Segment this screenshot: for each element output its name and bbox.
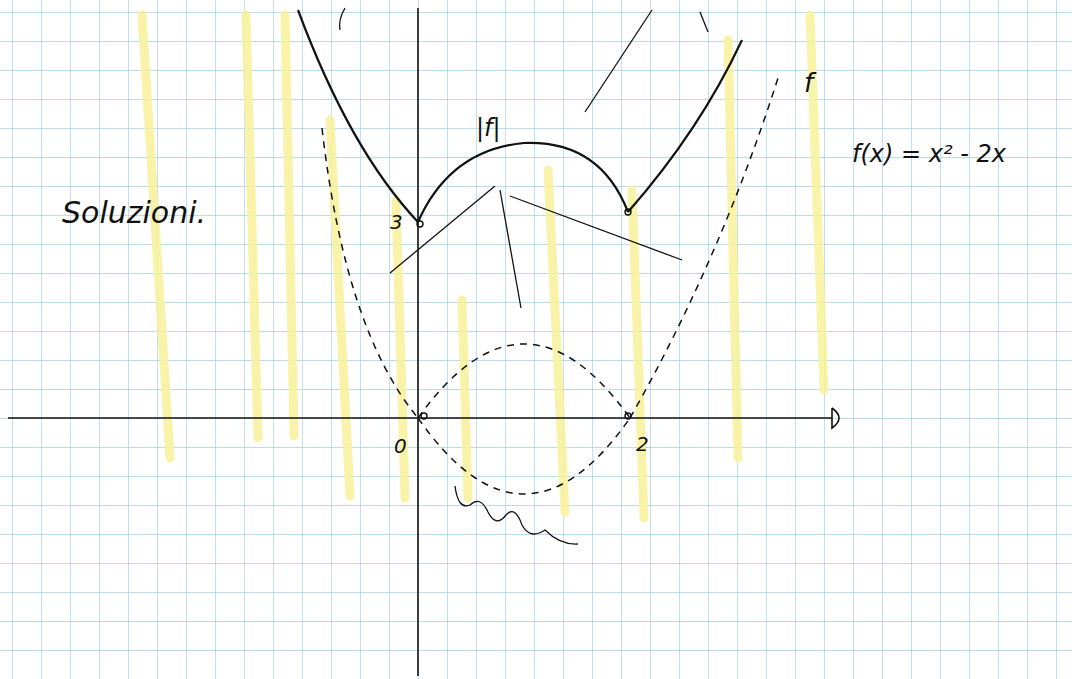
curve-label: |f| [476,116,501,140]
abs-f-shifted-curve [298,10,742,222]
function-definition: f(x) = x² - 2x [852,142,1006,166]
axis-value: 2 [636,434,649,454]
solutions-note: Soluzioni. [62,198,206,228]
highlighter-strokes [142,15,824,518]
axis-value: 3 [390,212,403,232]
axis-value: 0 [394,436,407,456]
axes [8,8,839,676]
parabola-f-dashed [322,78,778,494]
sketch-strokes [340,8,708,544]
curve-label: f [804,70,813,96]
points [417,209,631,419]
